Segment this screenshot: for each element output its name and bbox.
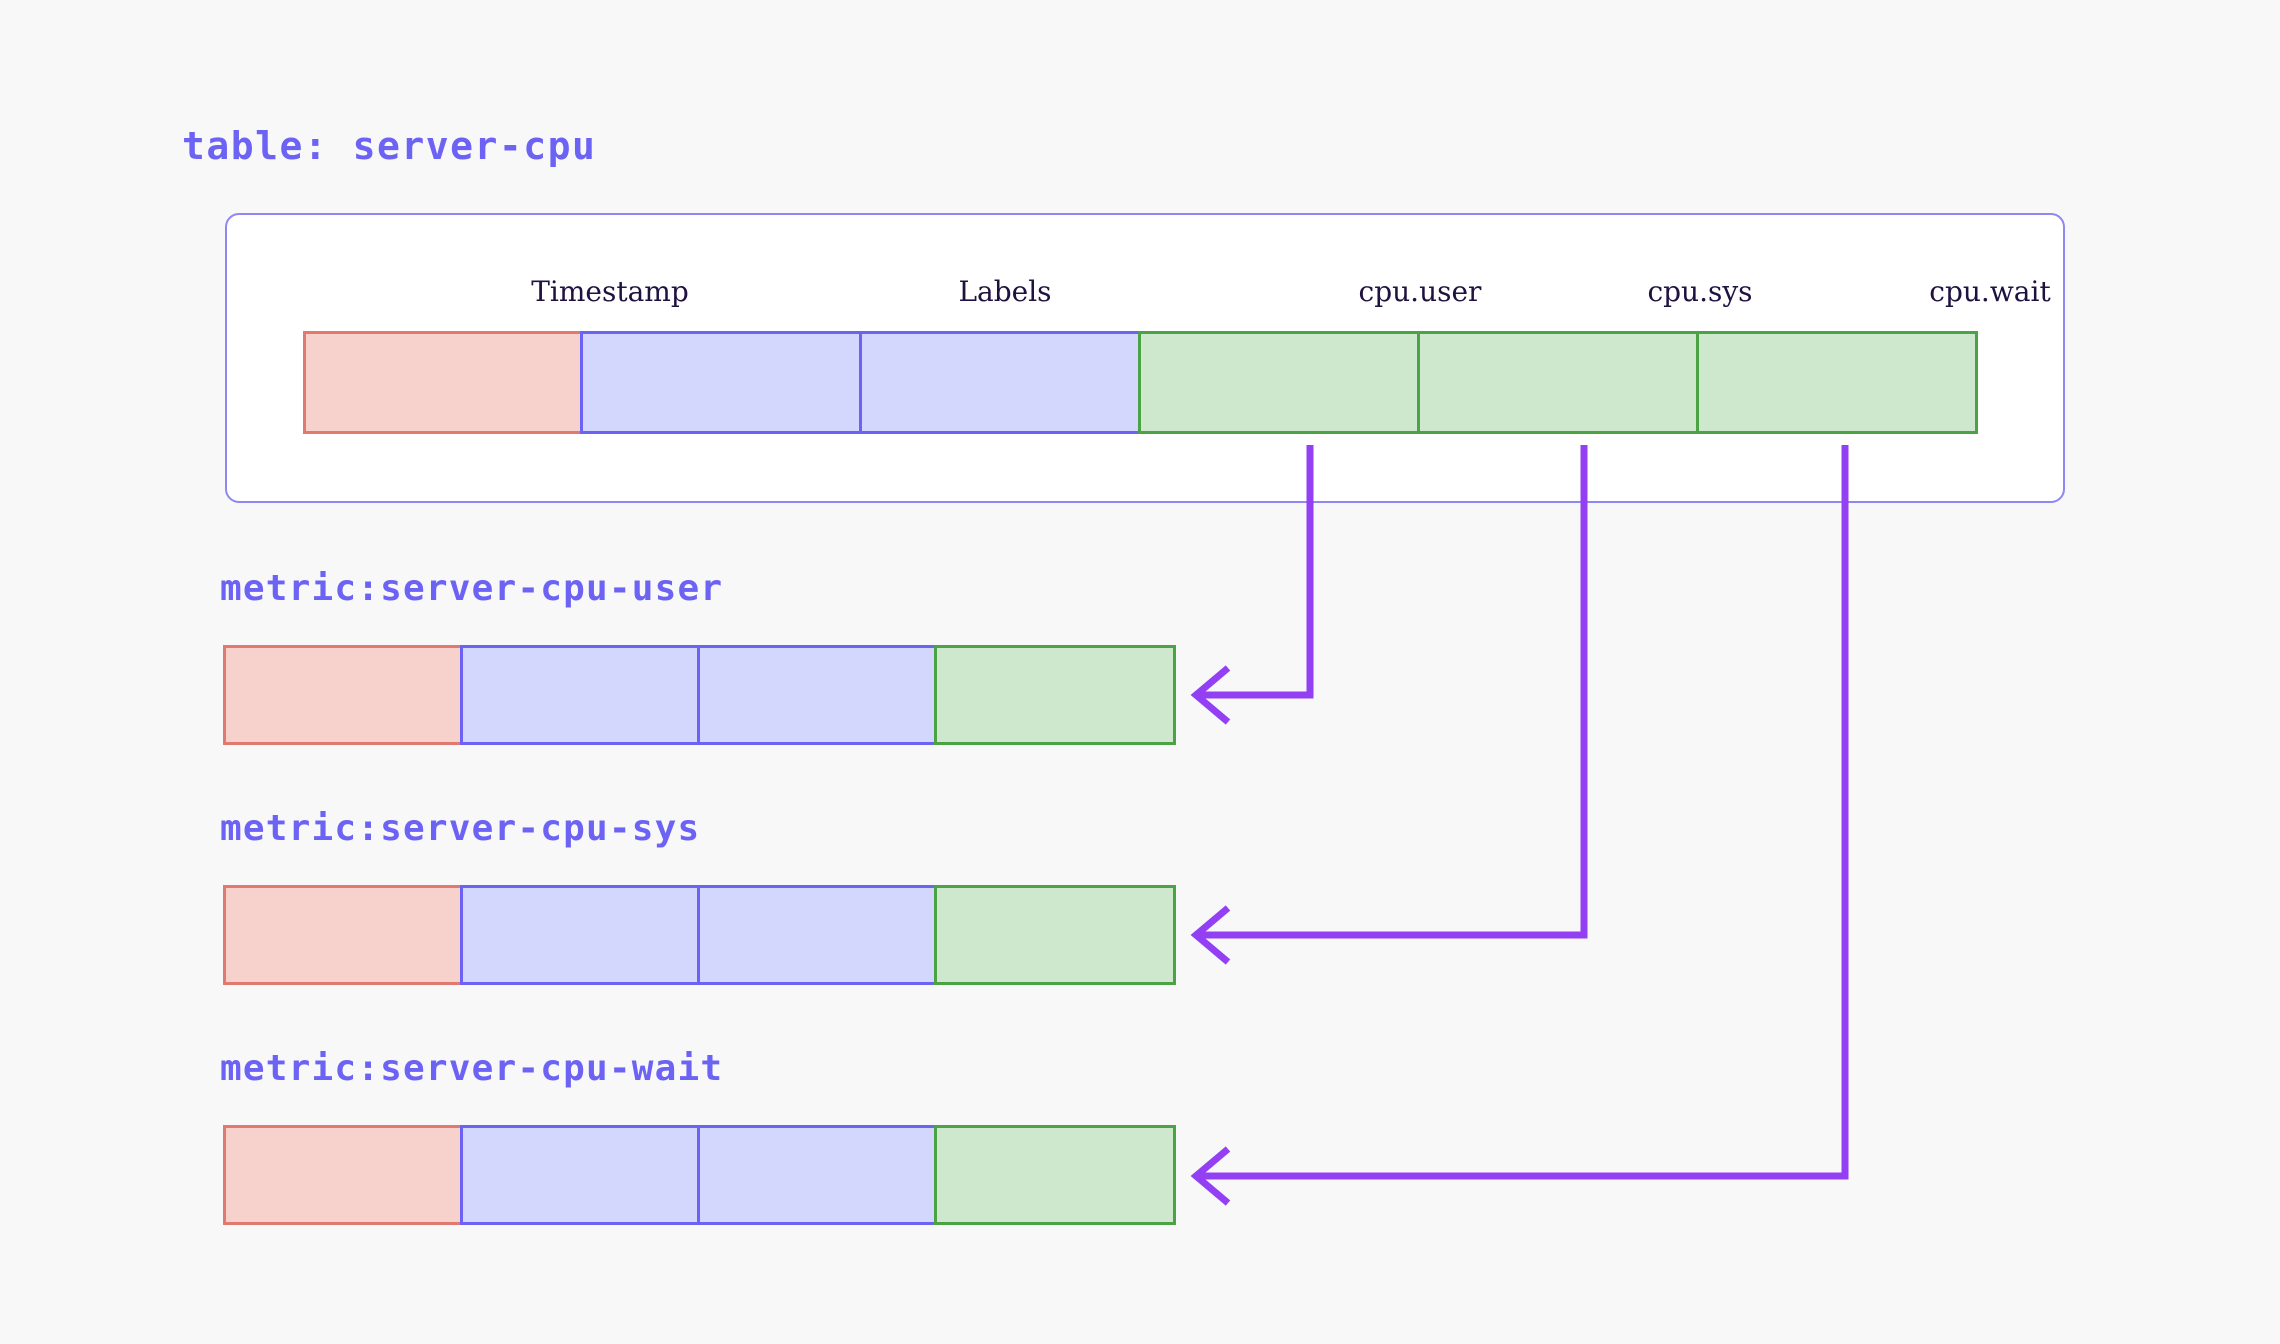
column-header-timestamp: Timestamp xyxy=(531,275,689,308)
metric-cell-timestamp xyxy=(223,885,463,985)
metric-cell-value xyxy=(934,1125,1176,1225)
table-cell-labels-2 xyxy=(859,331,1141,434)
metric-title-server-cpu-user: metric:server-cpu-user xyxy=(220,568,724,609)
table-cell-timestamp xyxy=(303,331,583,434)
connector-cpu-sys xyxy=(1200,445,1588,939)
arrowhead-cpu-sys-icon xyxy=(1190,905,1231,965)
metric-cell-labels-1 xyxy=(460,885,700,985)
metric-cell-labels-1 xyxy=(460,1125,700,1225)
metric-cell-labels-1 xyxy=(460,645,700,745)
metric-cell-labels-2 xyxy=(697,645,937,745)
table-cell-cpu-wait xyxy=(1696,331,1978,434)
metric-title-server-cpu-sys: metric:server-cpu-sys xyxy=(220,808,701,849)
column-header-cpu-user: cpu.user xyxy=(1358,275,1482,308)
arrowhead-cpu-wait-icon xyxy=(1190,1146,1231,1206)
metric-cell-timestamp xyxy=(223,1125,463,1225)
metric-cell-labels-2 xyxy=(697,1125,937,1225)
metric-row-server-cpu-sys xyxy=(223,885,1176,985)
arrowhead-cpu-user-icon xyxy=(1190,665,1231,725)
column-header-cpu-wait: cpu.wait xyxy=(1929,275,2051,308)
table-column-headers: Timestamp Labels cpu.user cpu.sys cpu.wa… xyxy=(225,275,2065,321)
metric-row-server-cpu-wait xyxy=(223,1125,1176,1225)
metric-cell-timestamp xyxy=(223,645,463,745)
column-header-cpu-sys: cpu.sys xyxy=(1647,275,1753,308)
metric-cell-labels-2 xyxy=(697,885,937,985)
metric-cell-value xyxy=(934,885,1176,985)
table-cell-cpu-sys xyxy=(1417,331,1699,434)
table-cell-cpu-user xyxy=(1138,331,1420,434)
metric-row-server-cpu-user xyxy=(223,645,1176,745)
metric-title-server-cpu-wait: metric:server-cpu-wait xyxy=(220,1048,724,1089)
connector-cpu-wait xyxy=(1200,445,1849,1180)
table-title: table: server-cpu xyxy=(182,124,597,168)
metric-cell-value xyxy=(934,645,1176,745)
table-row xyxy=(303,331,1978,434)
column-header-labels: Labels xyxy=(958,275,1052,308)
table-cell-labels-1 xyxy=(580,331,862,434)
